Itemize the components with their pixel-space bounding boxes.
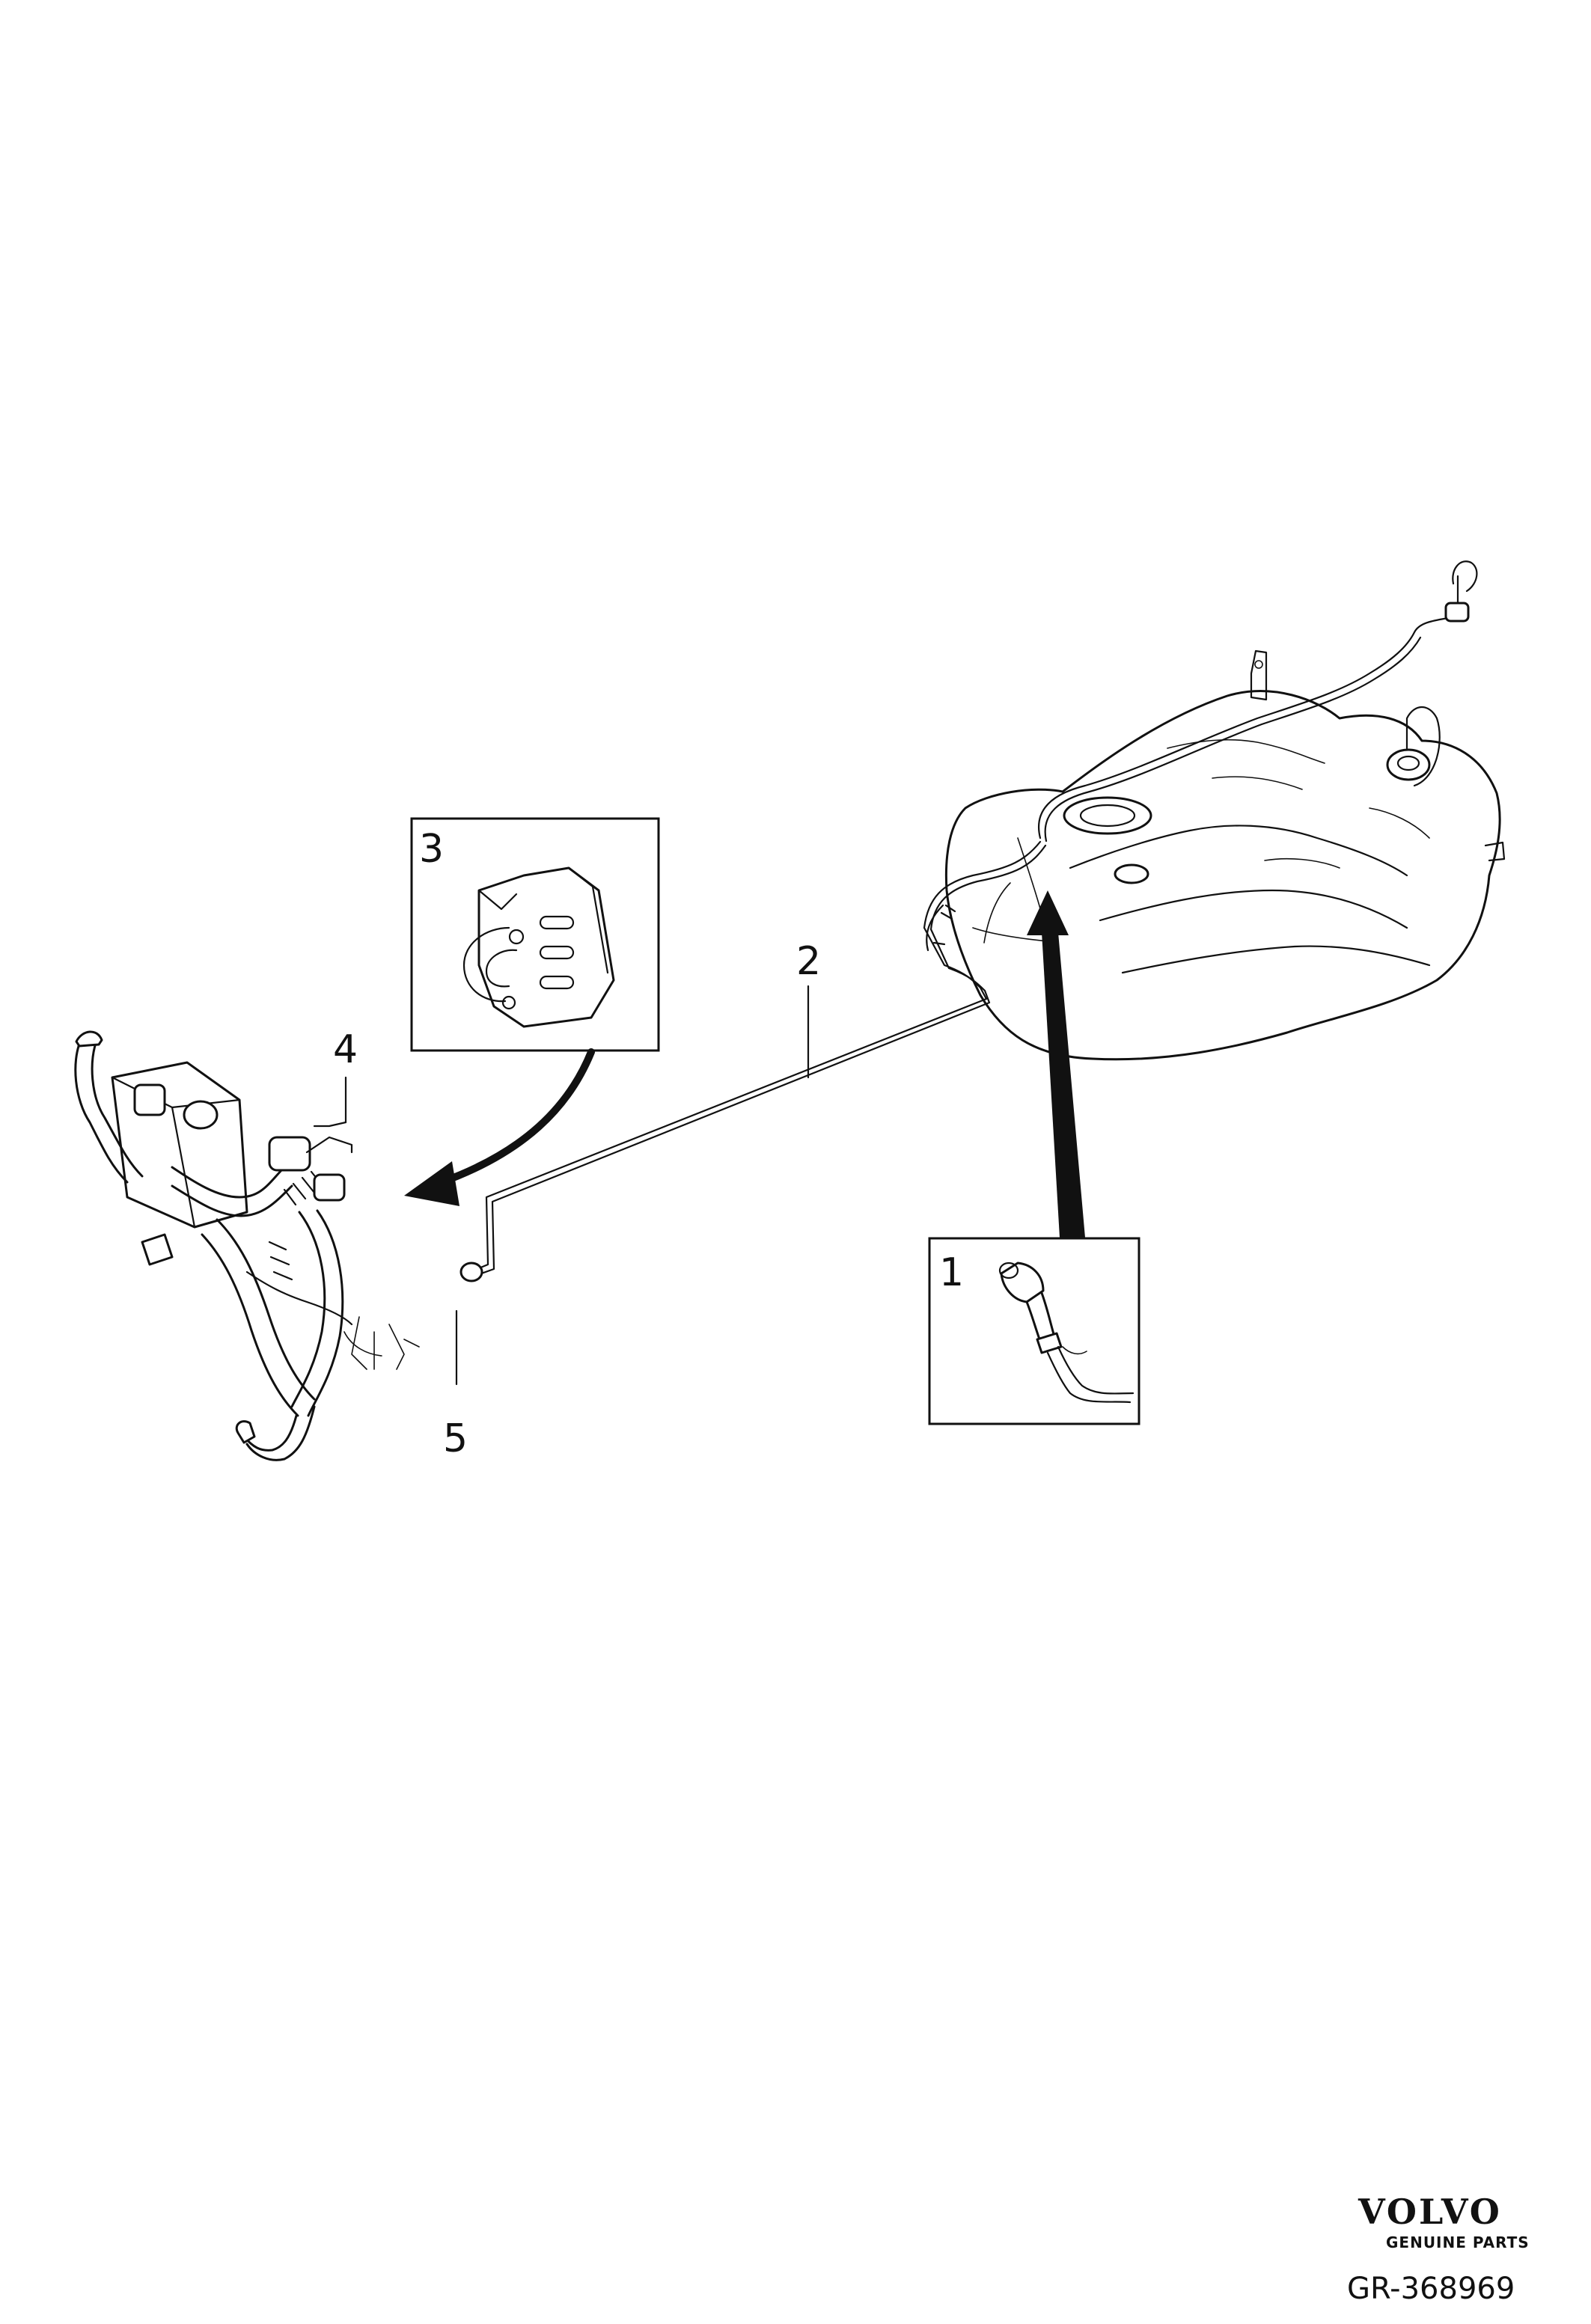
fuel-tank xyxy=(926,560,1506,1061)
detail-box-connector xyxy=(928,1237,1140,1425)
detail-box-clip xyxy=(410,817,660,1052)
brand-logo: VOLVO GENUINE PARTS xyxy=(1358,2192,1530,2251)
evap-canister-assembly xyxy=(74,1030,420,1461)
callout-1: 1 xyxy=(939,1250,964,1295)
callout-3: 3 xyxy=(419,827,444,872)
callout-2: 2 xyxy=(796,939,821,984)
fuel-line xyxy=(459,840,1047,1282)
pointer-arrow-3 xyxy=(404,1048,595,1206)
reference-number: GR-368969 xyxy=(1347,2272,1515,2306)
brand-name: VOLVO xyxy=(1358,2192,1502,2232)
leader-lines xyxy=(313,985,810,1386)
callout-4: 4 xyxy=(333,1027,358,1072)
brand-tagline: GENUINE PARTS xyxy=(1386,2233,1530,2251)
callout-5: 5 xyxy=(443,1416,468,1461)
pointer-arrow-1 xyxy=(1027,890,1085,1238)
